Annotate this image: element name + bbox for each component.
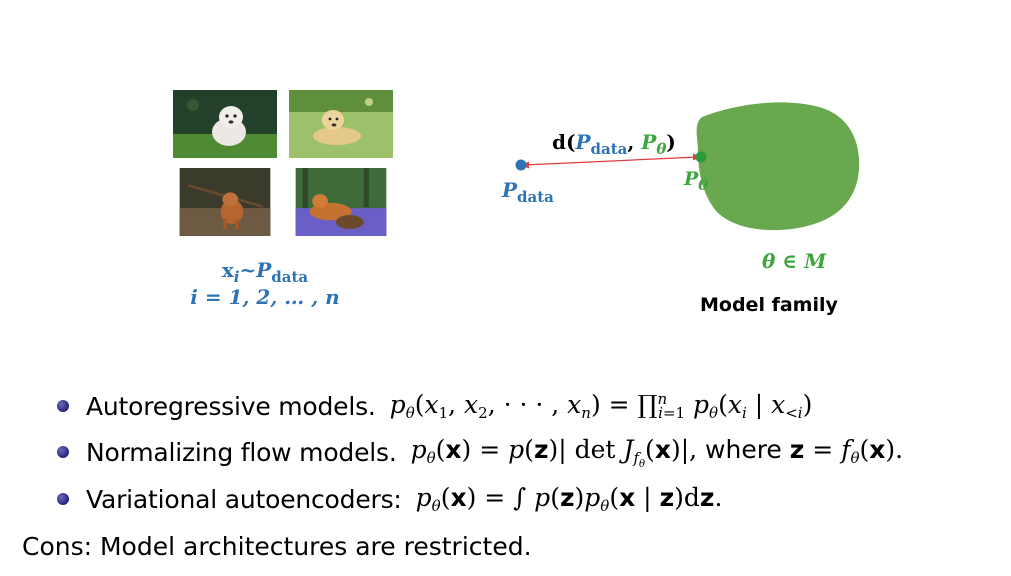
autoregressive-formula: pθ(x1, x2, · · · , xn) = ∏ni=1 pθ(xi | x… (389, 390, 813, 422)
sample-equation-line1: xi~Pdata (221, 258, 309, 286)
bullet-autoregressive: Autoregressive models. pθ(x1, x2, · · · … (57, 386, 812, 426)
model-family-diagram (515, 102, 860, 231)
distance-arrow (523, 156, 699, 166)
p-theta-point (695, 151, 707, 163)
bullet-normalizing-flow: Normalizing flow models. pθ(x) = p(z)| d… (57, 432, 903, 472)
bullet-vae: Variational autoencoders: pθ(x) = ∫ p(z)… (57, 479, 722, 519)
p-theta-label: Pθ (684, 168, 709, 194)
cons-text: Cons: Model architectures are restricted… (22, 532, 532, 561)
p-data-label: Pdata (502, 178, 554, 206)
bullet-icon (57, 400, 69, 412)
distance-label: d(Pdata, Pθ) (552, 130, 676, 158)
model-family-caption: Model family (700, 294, 838, 316)
theta-in-m-label: θ ∈ M (762, 249, 827, 273)
bullet-icon (57, 493, 69, 505)
dog-photo-4 (289, 168, 393, 236)
bullet-icon (57, 446, 69, 458)
dog-photo-3 (173, 168, 277, 236)
p-data-point (515, 159, 527, 171)
sample-equation-line2: i = 1, 2, … , n (190, 285, 340, 309)
vae-formula: pθ(x) = ∫ p(z)pθ(x | z)dz. (415, 483, 723, 515)
dog-photo-2 (289, 90, 393, 158)
model-family-blob (696, 102, 860, 231)
normalizing-flow-formula: pθ(x) = p(z)| det Jfθ(x)|, where z = fθ(… (410, 434, 904, 470)
dog-photo-1 (173, 90, 277, 158)
